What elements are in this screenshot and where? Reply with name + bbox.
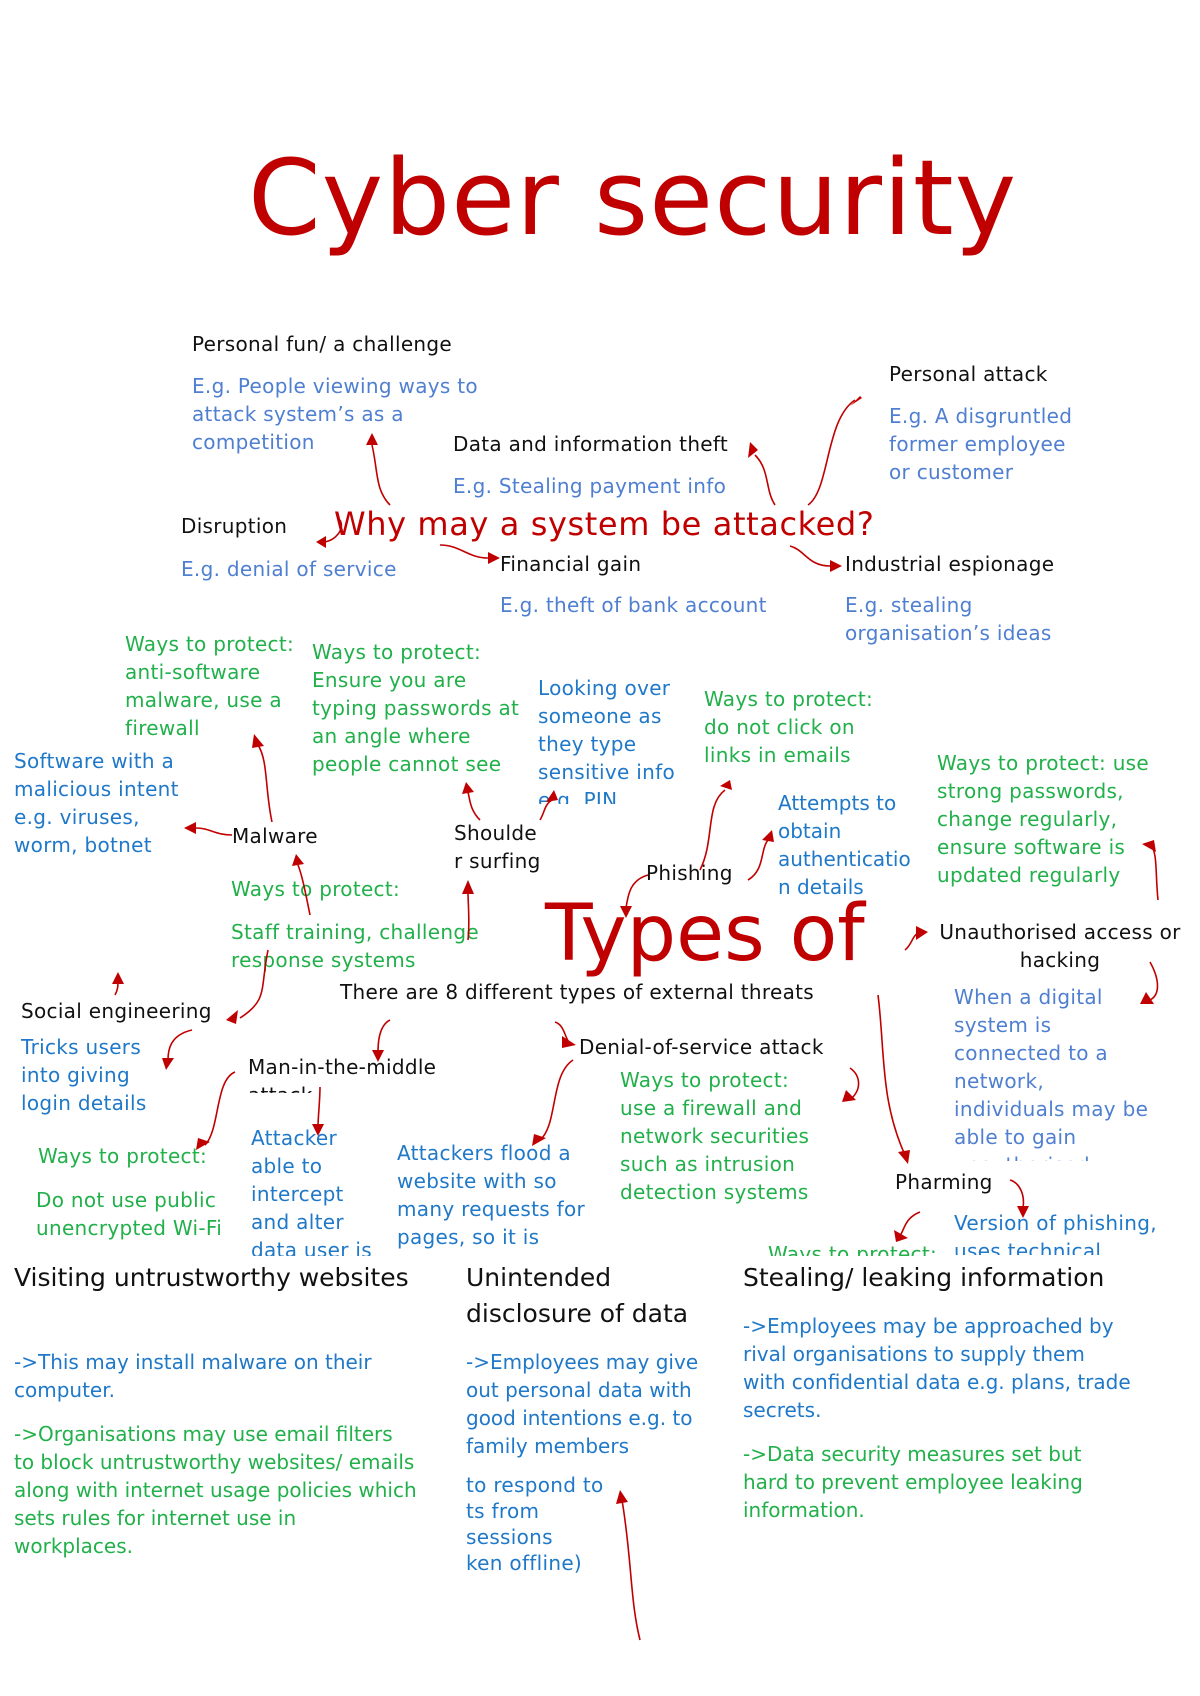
shoulder-desc: Looking over someone as they type sensit… xyxy=(538,676,675,804)
pharming-protect: Ways to protect: xyxy=(768,1242,938,1256)
type-shoulder-surfing: Shoulde r surfing xyxy=(454,821,541,873)
arrow xyxy=(894,1211,921,1242)
types-heading: Types of xyxy=(545,889,865,979)
arrow xyxy=(747,830,774,881)
pharming-desc: Version of phishing, uses technical xyxy=(954,1211,1157,1255)
arrow xyxy=(462,782,481,821)
type-malware: Malware xyxy=(232,824,318,848)
type-pharming: Pharming xyxy=(895,1170,993,1194)
arrow xyxy=(616,1490,641,1641)
social-protect: Staff training, challenge response syste… xyxy=(231,920,479,972)
arrow xyxy=(904,926,928,951)
phishing-desc: Attempts to obtain authenticatio n detai… xyxy=(778,791,911,899)
arrow xyxy=(748,442,776,506)
stealing-heading: Stealing/ leaking information xyxy=(743,1263,1105,1292)
type-denial-of-service: Denial-of-service attack xyxy=(579,1035,824,1059)
reason-financial: Financial gain xyxy=(500,552,642,576)
malware-protect: Ways to protect: anti-software malware, … xyxy=(125,632,295,740)
phishing-protect: Ways to protect: do not click on links i… xyxy=(704,687,874,767)
arrow xyxy=(439,544,500,564)
reason-personal-attack-example: E.g. A disgruntled former employee or cu… xyxy=(889,404,1073,484)
why-heading: Why may a system be attacked? xyxy=(334,505,875,543)
type-unauthorised-access: Unauthorised access or hacking xyxy=(939,920,1181,972)
reason-financial-example: E.g. theft of bank account xyxy=(500,593,767,617)
type-social-engineering: Social engineering xyxy=(21,999,212,1023)
visiting-heading: Visiting untrustworthy websites xyxy=(14,1263,409,1292)
page-title: Cyber security xyxy=(248,137,1018,259)
unauth-protect: Ways to protect: use strong passwords, c… xyxy=(937,751,1149,887)
shoulder-protect: Ways to protect: Ensure you are typing p… xyxy=(312,640,520,776)
arrow xyxy=(554,1021,576,1048)
arrow xyxy=(196,1071,236,1150)
social-desc: Tricks users into giving login details xyxy=(21,1035,147,1115)
arrow xyxy=(842,1067,860,1102)
reason-disruption: Disruption xyxy=(181,514,288,538)
visiting-point-1: ->This may install malware on their comp… xyxy=(14,1350,372,1402)
arrow xyxy=(184,822,233,836)
reason-data-theft: Data and information theft xyxy=(453,432,729,456)
reason-personal-attack: Personal attack xyxy=(889,362,1048,386)
unauth-desc: When a digital system is connected to a … xyxy=(954,985,1149,1161)
arrow xyxy=(789,545,842,572)
arrow xyxy=(532,1059,574,1146)
arrow xyxy=(699,780,732,871)
stealing-point-1: ->Employees may be approached by rival o… xyxy=(743,1314,1131,1422)
visiting-point-2: ->Organisations may use email filters to… xyxy=(14,1422,417,1558)
mitm-desc: Attacker able to intercept and alter dat… xyxy=(251,1126,372,1256)
mitm-protect: Do not use public unencrypted Wi-Fi xyxy=(36,1188,223,1240)
social-protect-label: Ways to protect: xyxy=(231,877,401,901)
stealing-point-2: ->Data security measures set but hard to… xyxy=(743,1442,1083,1522)
types-subheading: There are 8 different types of external … xyxy=(340,980,814,1004)
unintended-point-1: ->Employees may give out personal data w… xyxy=(466,1350,699,1458)
reason-personal-fun: Personal fun/ a challenge xyxy=(192,332,452,356)
arrow xyxy=(807,396,862,506)
reason-personal-fun-example: E.g. People viewing ways to attack syste… xyxy=(192,374,478,454)
reason-disruption-example: E.g. denial of service xyxy=(181,557,397,581)
reason-data-theft-example: E.g. Stealing payment info xyxy=(453,474,727,498)
dos-desc: Attackers flood a website with so many r… xyxy=(397,1141,586,1255)
reason-espionage-example: E.g. stealing organisation’s ideas xyxy=(845,593,1052,645)
arrow xyxy=(877,994,910,1164)
dos-protect: Ways to protect: use a firewall and netw… xyxy=(620,1068,810,1204)
dos-desc-overflow: to respond to ts from sessions ken offli… xyxy=(466,1473,604,1575)
unintended-heading: Unintended disclosure of data xyxy=(466,1263,689,1328)
type-phishing: Phishing xyxy=(646,861,733,885)
malware-desc: Software with a malicious intent e.g. vi… xyxy=(14,749,179,857)
arrow xyxy=(112,972,124,996)
arrow xyxy=(252,734,273,823)
reason-espionage: Industrial espionage xyxy=(845,552,1055,576)
mitm-protect-label: Ways to protect: xyxy=(38,1144,208,1168)
type-man-in-the-middle: Man-in-the-middle attack xyxy=(248,1055,437,1093)
arrow xyxy=(162,1029,193,1070)
